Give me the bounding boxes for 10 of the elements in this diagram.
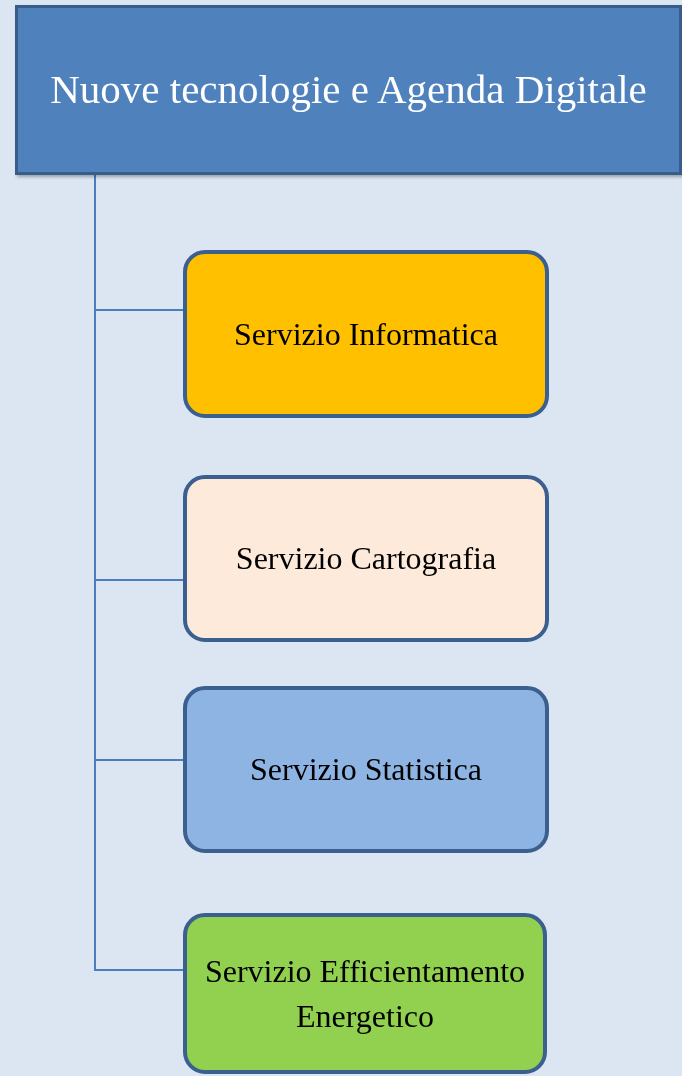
service-box [183,250,549,418]
service-label: Servizio Statistica [250,750,482,790]
service-label: Servizio Cartografia [235,539,497,579]
service-label: Servizio Efficientamento Energetico [203,951,527,1036]
title-box [15,5,682,175]
service-label: Servizio Informatica [234,314,498,354]
title-text: Nuove tecnologie e Agenda Digitale [50,65,647,115]
service-box [183,913,547,1074]
service-box [183,686,549,853]
service-box [183,475,549,642]
